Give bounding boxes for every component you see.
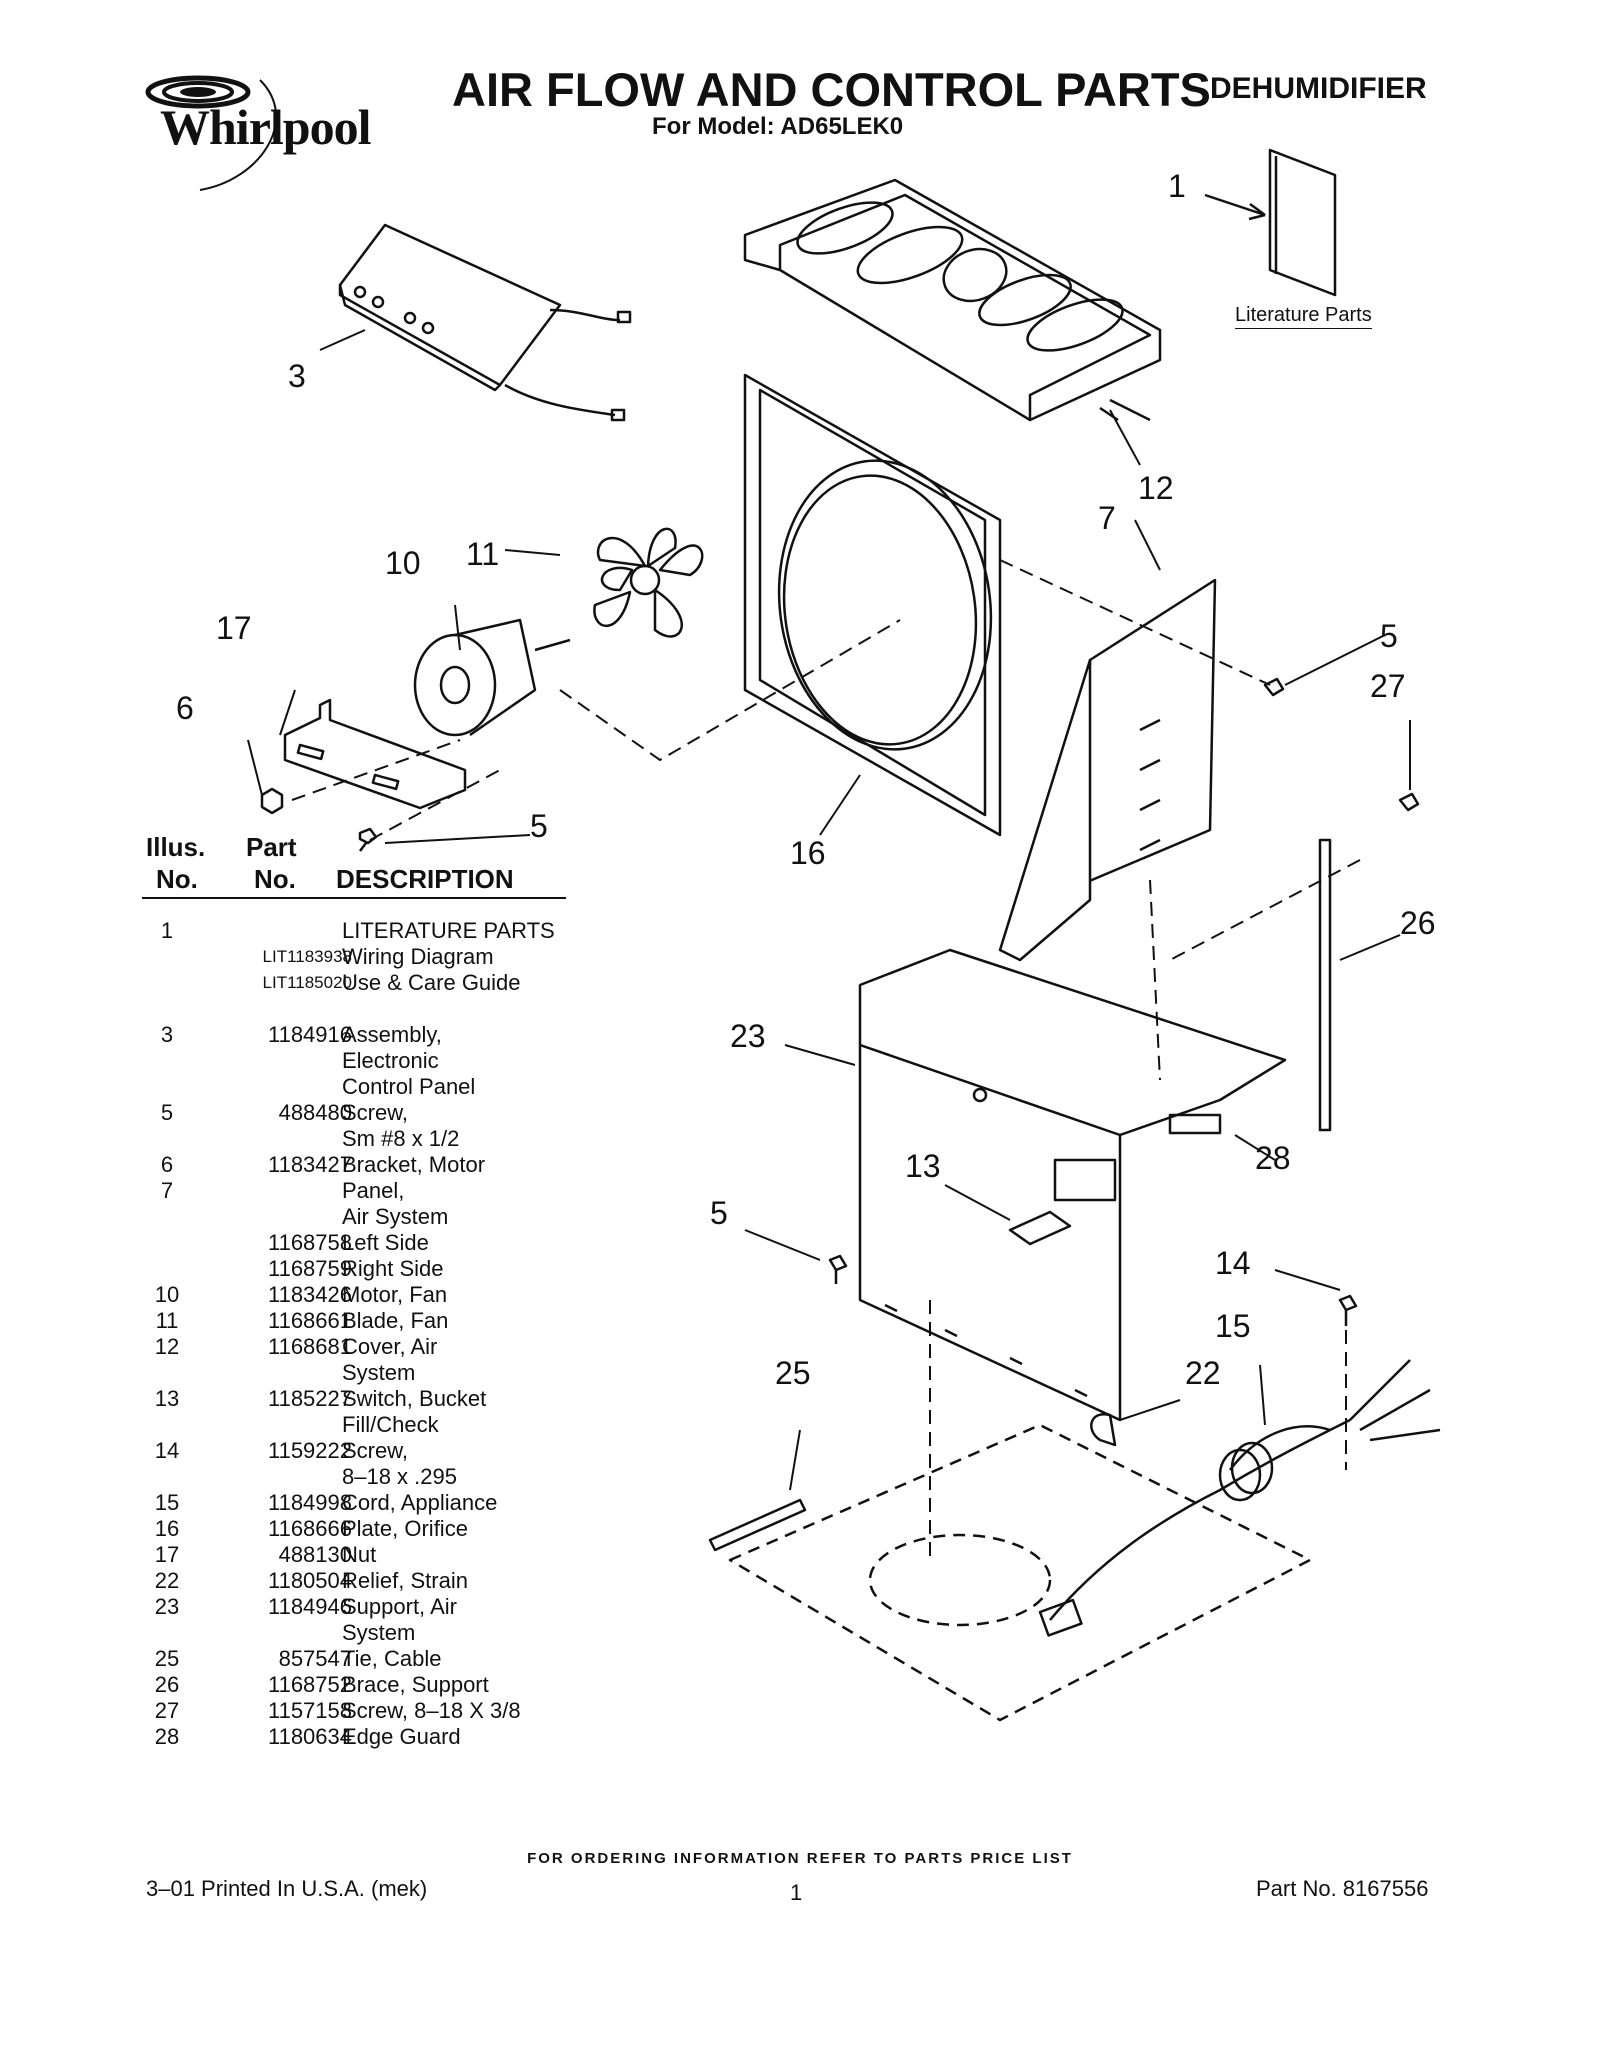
- air-support-drawing: [858, 948, 1287, 1422]
- callout-22: 22: [1185, 1355, 1221, 1391]
- alignment-lines: [291, 559, 1361, 1560]
- air-cover-drawing: [743, 178, 1162, 422]
- fan-blade-drawing: [593, 527, 704, 638]
- callout-10: 10: [385, 545, 421, 581]
- support-brace-drawing: [1318, 838, 1332, 1132]
- print-info: 3–01 Printed In U.S.A. (mek): [146, 1876, 428, 1901]
- screw-drawing: [358, 827, 378, 852]
- callout-6: 6: [176, 690, 194, 726]
- screw-27-drawing: [1398, 792, 1420, 812]
- parts-row: Electronic: [342, 1048, 439, 1073]
- callout-16: 16: [790, 835, 826, 871]
- bucket-switch-drawing: [1008, 1210, 1072, 1246]
- parts-row: Control Panel: [342, 1074, 476, 1099]
- callout-17: 17: [216, 610, 252, 646]
- callout-1: 1: [1168, 168, 1186, 204]
- base-outline-dashed: [728, 1423, 1312, 1722]
- callout-5-right: 5: [1380, 618, 1398, 654]
- screw-14-drawing: [1338, 1294, 1358, 1326]
- document-type: DEHUMIDIFIER: [1210, 72, 1427, 105]
- document-part-number: Part No. 8167556: [1256, 1876, 1429, 1901]
- callout-leaders: [247, 329, 1411, 1491]
- appliance-cord-drawing: [1038, 1359, 1441, 1637]
- literature-booklet-drawing: [1204, 148, 1337, 297]
- header-part-1: Part: [246, 832, 297, 862]
- strain-relief-drawing: [1090, 1412, 1117, 1447]
- screw-5-right-drawing: [1263, 677, 1285, 697]
- callout-11: 11: [466, 536, 500, 572]
- parts-row: Sm #8 x 1/2: [342, 1126, 460, 1151]
- page-title: AIR FLOW AND CONTROL PARTS: [452, 63, 1211, 116]
- callout-25: 25: [775, 1355, 811, 1391]
- callout-14: 14: [1215, 1245, 1251, 1281]
- page-number: 1: [790, 1880, 803, 1905]
- parts-row: 8–18 x .295: [342, 1464, 457, 1489]
- literature-parts-label: Literature Parts: [1235, 304, 1372, 329]
- edge-guard-drawing: [1168, 1113, 1222, 1135]
- fan-motor-drawing: [413, 618, 571, 737]
- screw-5-lower-drawing: [828, 1254, 848, 1284]
- callout-23: 23: [730, 1018, 766, 1054]
- cable-tie-drawing: [708, 1498, 807, 1552]
- header-part-2: No.: [254, 864, 296, 894]
- callout-3: 3: [288, 358, 306, 394]
- parts-row: Fill/Check: [342, 1412, 439, 1437]
- callout-12: 12: [1138, 470, 1174, 506]
- parts-row: Air System: [342, 1204, 449, 1229]
- whirlpool-logo: [140, 60, 390, 210]
- callout-27: 27: [1370, 668, 1406, 704]
- orifice-plate-drawing: [743, 373, 1002, 837]
- header-illus-2: No.: [156, 864, 198, 894]
- nut-drawing: [260, 787, 284, 815]
- header-rule: [142, 897, 566, 899]
- ordering-note: FOR ORDERING INFORMATION REFER TO PARTS …: [527, 1850, 1073, 1867]
- header-illus-1: Illus.: [146, 832, 206, 862]
- callout-15: 15: [1215, 1308, 1251, 1344]
- callout-5-motor: 5: [530, 808, 548, 844]
- model-line: For Model: AD65LEK0: [652, 113, 904, 140]
- callout-28: 28: [1255, 1140, 1291, 1176]
- header-description: DESCRIPTION: [336, 864, 514, 894]
- callout-26: 26: [1400, 905, 1436, 941]
- air-system-panel-drawing: [998, 578, 1217, 962]
- callout-7: 7: [1098, 500, 1116, 536]
- parts-row: System: [342, 1620, 416, 1645]
- callout-5-lower: 5: [710, 1195, 728, 1231]
- brand-wordmark: Whirlpool: [160, 99, 371, 155]
- callout-13: 13: [905, 1148, 941, 1184]
- motor-bracket-drawing: [283, 698, 467, 810]
- parts-row: System: [342, 1360, 416, 1385]
- control-panel-drawing: [338, 223, 632, 422]
